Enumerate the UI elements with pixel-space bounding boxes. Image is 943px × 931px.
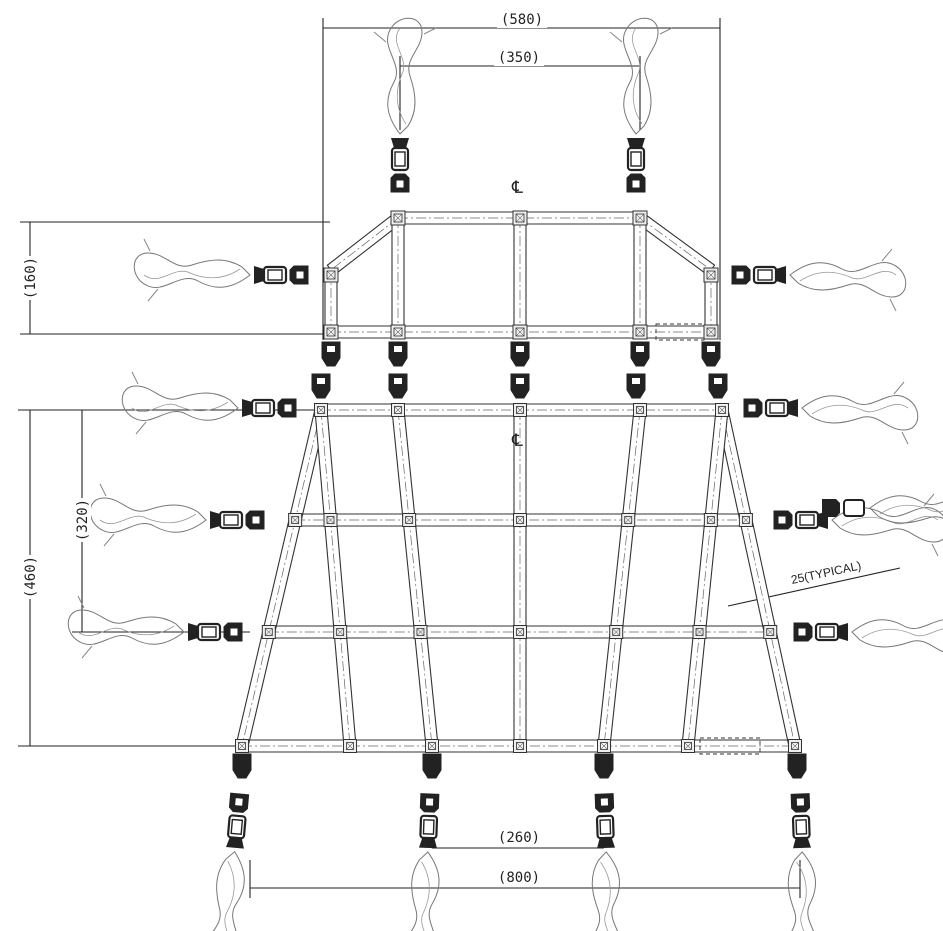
dim-top-inner: (350) — [498, 50, 540, 66]
joint-node — [763, 625, 778, 639]
connector-block — [626, 373, 646, 399]
joint-node — [513, 625, 527, 639]
hidden-detail — [655, 323, 705, 341]
truss-member — [597, 408, 647, 748]
connector-block — [388, 373, 408, 399]
connector-block — [708, 373, 728, 399]
connector-block — [510, 341, 530, 367]
lifting-assembly — [203, 792, 250, 931]
joint-node — [391, 403, 405, 417]
dim-left-lower: (460) — [23, 556, 39, 598]
joint-node — [343, 739, 357, 753]
dim-top-overall: (580) — [501, 12, 543, 28]
joint-node — [597, 739, 611, 753]
joint-node — [390, 324, 406, 340]
connector-block — [311, 373, 331, 399]
joint-node — [413, 625, 428, 639]
dimension-labels: (580) (350) (160) (320) (460) (260) (800… — [21, 10, 862, 886]
connector-block — [701, 341, 721, 367]
lifting-assembly — [587, 793, 623, 931]
joint-node — [333, 625, 348, 639]
lifting-assembly — [731, 248, 907, 312]
joint-node — [323, 267, 339, 283]
lifting-assembly — [401, 793, 440, 931]
joint-node — [703, 324, 719, 340]
connector-block — [321, 341, 341, 367]
lifting-assembly — [133, 238, 309, 302]
connector-block — [787, 753, 807, 779]
joint-node — [633, 403, 647, 417]
joint-node — [703, 513, 718, 527]
joint-node — [513, 739, 527, 753]
lifting-assembly — [67, 595, 243, 659]
truss-member — [633, 217, 647, 333]
joint-node — [314, 403, 328, 417]
lifting-assembly — [609, 17, 673, 193]
joint-node — [513, 513, 527, 527]
dimension-lines — [18, 18, 901, 898]
lifting-assembly — [121, 371, 297, 435]
lifting-assembly — [743, 381, 919, 445]
joint-node — [621, 513, 636, 527]
dim-bottom-overall: (800) — [498, 870, 540, 886]
connector-block — [630, 341, 650, 367]
dim-left-mid: (320) — [75, 499, 91, 541]
truss-frame — [232, 210, 807, 779]
joint-node — [609, 625, 624, 639]
connector-block — [510, 373, 530, 399]
joint-node — [632, 324, 648, 340]
joint-node — [715, 403, 729, 417]
connector-block — [422, 753, 442, 779]
lifting-assembly — [822, 495, 943, 524]
truss-member — [715, 408, 802, 748]
joint-node — [261, 625, 276, 639]
joint-node — [512, 210, 528, 226]
centerline-symbol-mid: ℄ — [511, 431, 523, 451]
typical-note: 25(TYPICAL) — [790, 558, 863, 587]
joint-node — [323, 324, 339, 340]
centerline-symbol-top: ℄ — [511, 178, 523, 198]
joint-node — [390, 210, 406, 226]
joint-node — [288, 513, 303, 527]
hidden-detail — [699, 737, 761, 755]
bracket-assemblies — [67, 17, 943, 931]
joint-node — [703, 267, 719, 283]
joint-node — [788, 739, 802, 753]
truss-member — [314, 408, 357, 748]
joint-node — [323, 513, 338, 527]
truss-member — [513, 217, 527, 333]
connector-block — [594, 753, 614, 779]
lifting-assembly — [783, 793, 819, 931]
truss-member — [681, 408, 729, 748]
joint-node — [692, 625, 707, 639]
dim-left-upper: (160) — [23, 257, 39, 299]
joint-node — [425, 739, 439, 753]
truss-member — [391, 217, 405, 333]
truss-member — [235, 407, 328, 749]
connector-block — [232, 753, 252, 779]
joint-node — [513, 403, 527, 417]
truss-member — [391, 408, 439, 748]
joint-node — [632, 210, 648, 226]
joint-node — [402, 513, 417, 527]
dim-bottom-inner: (260) — [498, 830, 540, 846]
joint-node — [738, 513, 753, 527]
truss-member — [513, 409, 527, 747]
truss-member — [635, 212, 716, 276]
lifting-assembly — [793, 619, 943, 653]
joint-node — [681, 739, 695, 753]
joint-node — [235, 739, 249, 753]
lifting-assembly — [373, 17, 437, 193]
lifting-assembly — [89, 483, 265, 547]
connector-block — [388, 341, 408, 367]
joint-node — [512, 324, 528, 340]
